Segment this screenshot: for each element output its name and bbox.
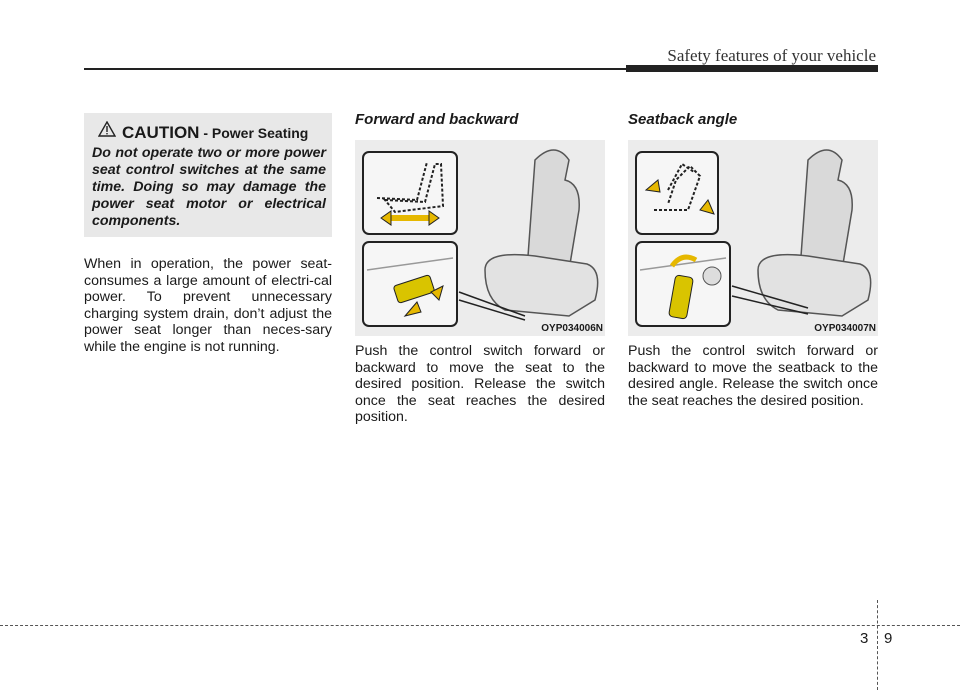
running-header: Safety features of your vehicle xyxy=(667,46,876,65)
caution-box: CAUTION - Power Seating Do not operate t… xyxy=(84,113,332,237)
figure-code: OYP034007N xyxy=(814,323,876,334)
warning-triangle-icon xyxy=(98,121,116,137)
caution-text: Do not operate two or more power seat co… xyxy=(92,145,326,229)
seatback-angle-illustration: OYP034007N xyxy=(628,140,878,336)
forward-backward-heading: Forward and backward xyxy=(355,111,519,128)
chapter-number: 3 xyxy=(860,630,869,647)
forward-backward-illustration: OYP034006N xyxy=(355,140,605,336)
caution-heading: CAUTION - Power Seating xyxy=(98,121,309,143)
seat-slide-illustration xyxy=(362,149,599,327)
caution-subtitle: - Power Seating xyxy=(199,125,309,141)
figure-code: OYP034006N xyxy=(541,323,603,334)
page-number: 9 xyxy=(884,630,893,647)
footer-divider xyxy=(877,600,878,690)
header-rule-accent xyxy=(626,65,878,72)
caution-label: CAUTION xyxy=(122,123,200,142)
forward-backward-paragraph: Push the control switch forward or backw… xyxy=(355,343,605,426)
footer-rule xyxy=(0,625,960,626)
power-consumption-paragraph: When in operation, the power seat-consum… xyxy=(84,256,332,355)
seat-recline-illustration xyxy=(635,149,872,327)
header-rule xyxy=(84,68,878,70)
seatback-angle-paragraph: Push the control switch forward or backw… xyxy=(628,343,878,409)
seatback-angle-heading: Seatback angle xyxy=(628,111,738,128)
